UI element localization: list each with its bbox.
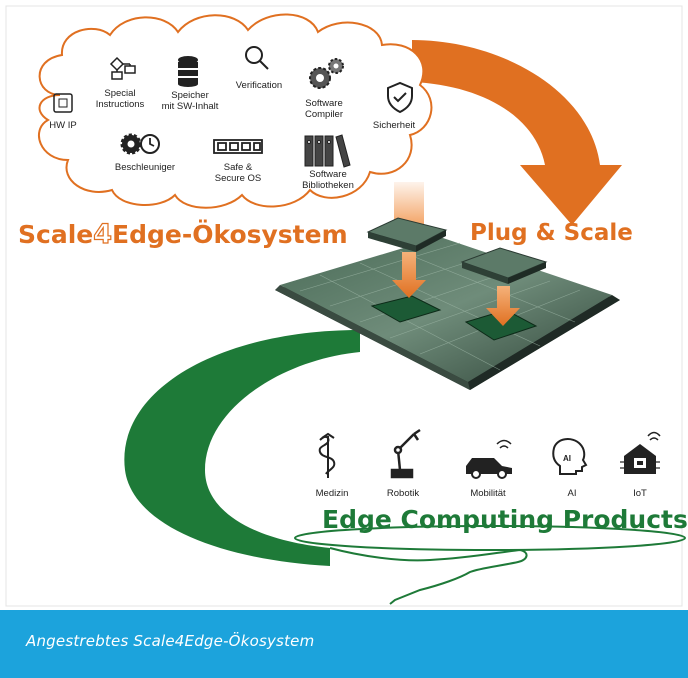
cloud-label-speicher-1: Speicher [171,90,209,101]
cloud-label-speicher-2: mit SW-Inhalt [162,101,219,112]
iot-house-icon [620,431,661,474]
binders-icon [304,134,351,168]
cloud-label-bib-1: Software [309,169,347,180]
product-label-iot: IoT [633,488,647,499]
plug-arrow-left [392,252,426,298]
magnifier-icon [245,46,269,70]
ecosystem-diagram: HW IP Special Instructions Speicher mit … [5,5,688,607]
plugin-chip-right [460,247,548,284]
chip-board [275,237,620,390]
cloud-label-verification: Verification [236,80,282,91]
car-icon [466,439,512,479]
cloud-label-special-2: Instructions [96,99,145,110]
ai-head-icon [552,438,588,475]
flowchart-icon [109,56,136,80]
ecosystem-title: Scale4Edge-Ökosystem [18,219,348,250]
cloud-label-beschleuniger: Beschleuniger [115,162,175,173]
cloud-label-compiler-1: Software [305,98,343,109]
caduceus-icon [318,432,336,478]
ai-head-letters: AI [563,454,571,463]
plug-scale-label: Plug & Scale [470,220,633,246]
cloud-label-sicherheit: Sicherheit [373,120,416,131]
chip-icon [53,93,73,113]
cloud-label-safe-2: Secure OS [215,173,261,184]
database-icon [178,56,198,87]
green-curved-arrow [124,330,360,566]
robot-arm-icon [390,428,421,479]
gears-icon [309,58,344,89]
memory-module-icon [213,139,263,154]
product-label-medizin: Medizin [316,488,349,499]
figure-border [5,5,683,607]
products-tray [294,525,686,551]
caption-text: Angestrebtes Scale4Edge-Ökosystem [26,632,315,650]
product-label-robotik: Robotik [387,488,419,499]
shield-check-icon [387,81,413,114]
cloud-label-special-1: Special [104,88,135,99]
caption-bar: Angestrebtes Scale4Edge-Ökosystem [0,610,688,678]
plugin-chip-left [366,182,448,252]
product-label-mobilitaet: Mobilität [470,488,506,499]
cloud-label-compiler-2: Compiler [305,109,343,120]
plug-arrow-right [486,286,520,326]
orange-curved-arrow [412,40,622,225]
cloud-label-bib-2: Bibliotheken [302,180,354,191]
cloud-label-hw-ip: HW IP [49,120,76,131]
cloud-label-safe-1: Safe & [224,162,253,173]
gear-clock-icon [120,133,160,155]
product-label-ai: AI [568,488,577,499]
hand-outline [329,547,528,605]
